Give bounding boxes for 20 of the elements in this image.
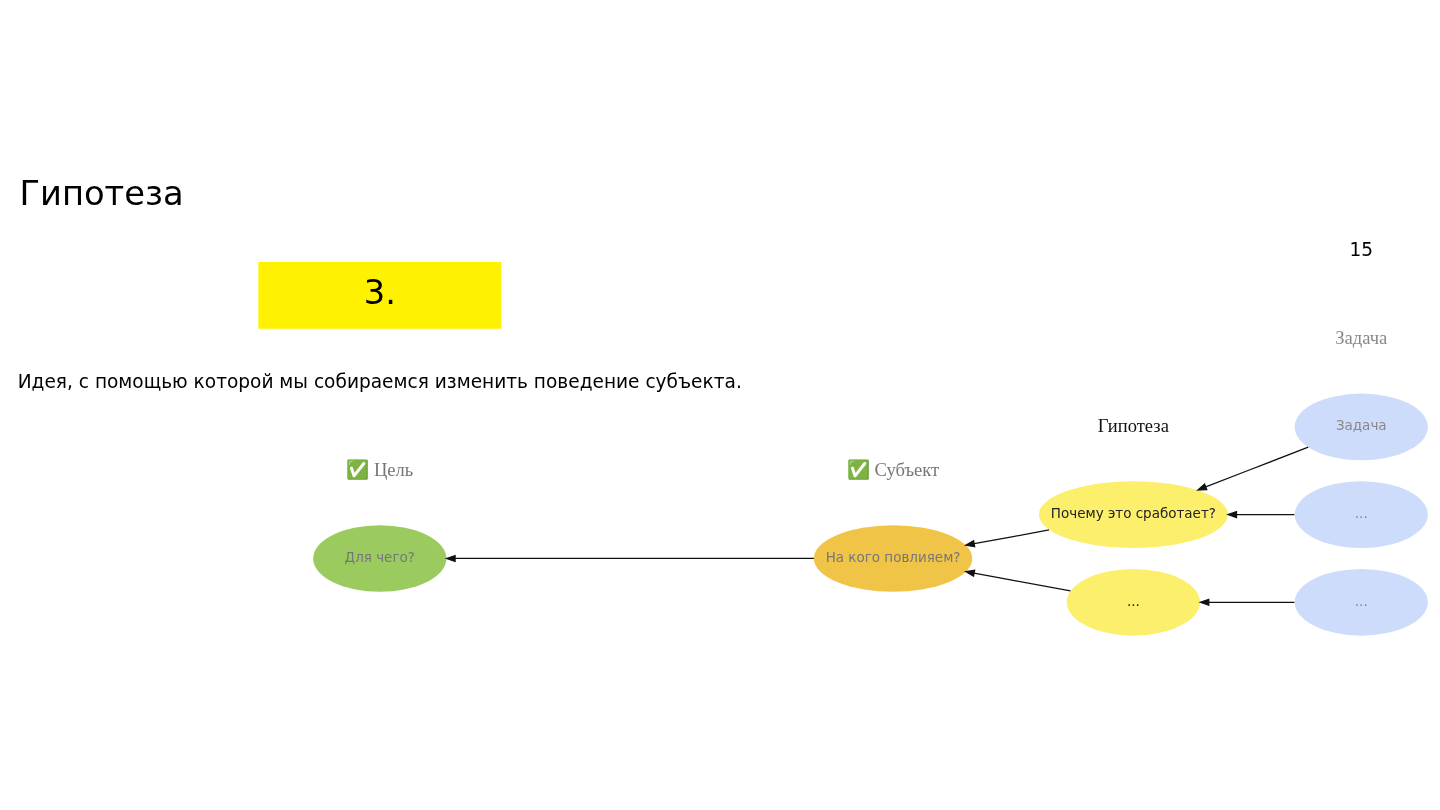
node-ellipse: ... bbox=[1294, 481, 1428, 548]
node-ellipse: На кого повлияем? bbox=[813, 525, 973, 592]
label: 15 bbox=[1349, 239, 1374, 261]
node-ellipse: ... bbox=[1066, 569, 1200, 636]
label: ✅ Цель bbox=[346, 458, 414, 480]
arrow bbox=[1196, 446, 1309, 491]
label: Гипотеза bbox=[1097, 414, 1169, 436]
node-ellipse: ... bbox=[1294, 569, 1428, 636]
label: Идея, с помощью которой мы собираемся изменить поведение субъекта. bbox=[17, 370, 742, 392]
arrow bbox=[1226, 510, 1296, 519]
arrow bbox=[963, 529, 1050, 548]
arrow bbox=[444, 554, 815, 563]
label: 3. bbox=[363, 272, 396, 312]
node-ellipse: Задача bbox=[1294, 393, 1428, 461]
label: ✅ Субъект bbox=[846, 458, 940, 480]
node-ellipse: Для чего? bbox=[313, 525, 447, 592]
arrow bbox=[1198, 598, 1296, 607]
label: Задача bbox=[1335, 326, 1388, 348]
diagram-title: Гипотеза bbox=[19, 173, 184, 213]
arrow bbox=[963, 569, 1072, 592]
